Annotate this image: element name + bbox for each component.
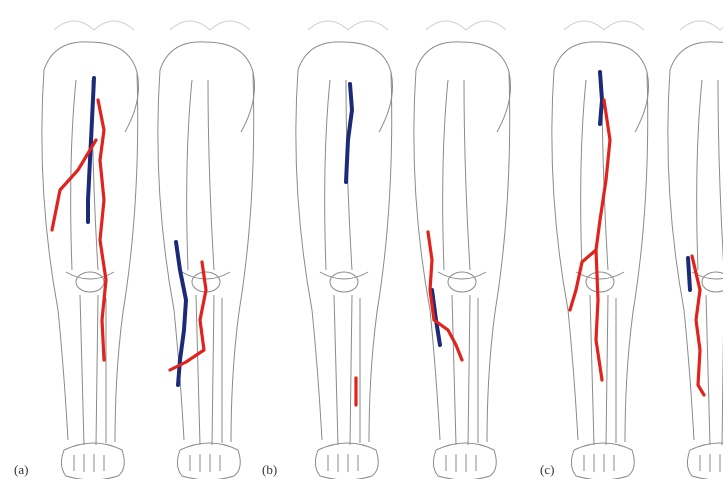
panel-b-label: (b) bbox=[262, 462, 277, 477]
panel-c-deep-vein-thigh bbox=[600, 72, 602, 124]
panel-a-leg-front bbox=[42, 21, 139, 479]
panel-a-leg-back bbox=[158, 21, 255, 479]
panel-c: (c) bbox=[540, 21, 723, 479]
panel-c-deep-vein-calf bbox=[688, 258, 690, 290]
panel-b-leg-front bbox=[296, 21, 393, 479]
panel-b: (b) bbox=[262, 21, 511, 479]
panel-b-leg-back bbox=[414, 21, 511, 479]
panel-c-leg-back bbox=[668, 21, 723, 479]
panel-c-label: (c) bbox=[540, 462, 554, 477]
panel-a-label: (a) bbox=[14, 462, 28, 477]
panel-c-superficial-vein-branch bbox=[596, 250, 602, 380]
panel-a: (a) bbox=[14, 21, 255, 479]
panel-a-superficial-vein-thigh bbox=[98, 100, 106, 360]
